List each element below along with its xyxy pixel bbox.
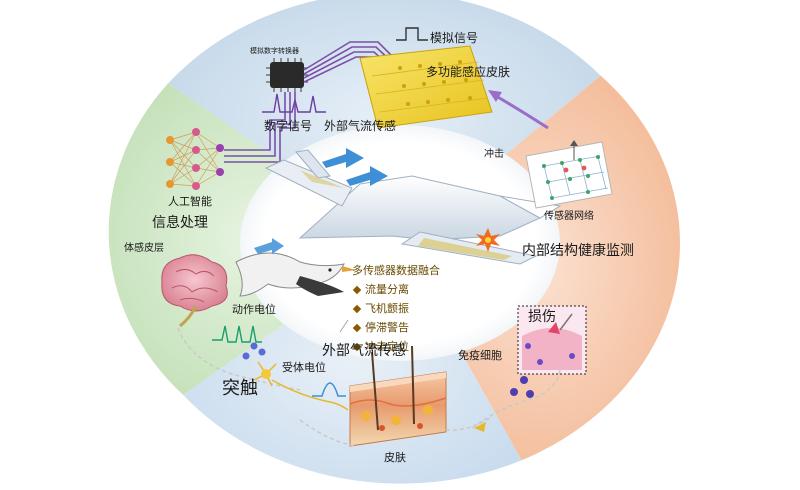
skin-to-network-arrow — [495, 94, 549, 130]
fusion-item: 流量分离 — [352, 281, 440, 297]
label-external-flow-bottom: 外部气流传感 — [322, 343, 406, 359]
skin-section-icon — [349, 345, 447, 447]
analog-pulse-icon — [396, 27, 428, 41]
receptor-neuron-icon — [242, 342, 349, 411]
label-structural-health: 内部结构健康监测 — [522, 243, 634, 259]
diamond-bullet-icon — [352, 323, 362, 333]
immune-cells-icon — [510, 376, 534, 398]
fusion-item-label: 飞机颤振 — [365, 302, 409, 315]
fusion-item: 冲击定位 — [352, 338, 440, 354]
label-synapse: 突触 — [222, 378, 258, 399]
brain-icon — [161, 254, 228, 328]
label-digital-signal: 数字信号 — [264, 119, 313, 133]
adc-to-network-wires — [224, 92, 296, 163]
impact-burst-icon — [476, 228, 500, 252]
diamond-bullet-icon — [352, 304, 362, 314]
neural-network-icon — [166, 128, 224, 190]
label-analog-signal: 模拟信号 — [430, 31, 479, 45]
fusion-connector — [339, 319, 349, 333]
label-receptor-potential: 受体电位 — [282, 361, 326, 374]
label-damage: 损伤 — [528, 309, 556, 325]
label-impact: 冲击 — [484, 149, 504, 160]
nerve-line-bottom — [299, 419, 357, 447]
fusion-title: 多传感器数据融合 — [352, 264, 440, 277]
bird-icon — [235, 238, 356, 297]
label-action-potential: 动作电位 — [232, 303, 276, 316]
fusion-list: 多传感器数据融合 流量分离 飞机颤振 停滞警告 冲击定位 — [352, 262, 440, 354]
label-info-processing: 信息处理 — [152, 215, 208, 231]
fusion-item: 飞机颤振 — [352, 300, 440, 316]
airflow-arrows — [322, 148, 388, 186]
label-sensor-network: 传感器网络 — [544, 211, 594, 222]
label-skin: 皮肤 — [384, 451, 406, 464]
receptor-potential-icon — [312, 382, 346, 397]
label-adc-chip: 模拟数字转换器 — [250, 47, 299, 55]
fusion-item-label: 流量分离 — [365, 283, 409, 296]
adc-chip-icon — [266, 58, 308, 92]
label-immune-cells: 免疫细胞 — [458, 349, 502, 362]
digital-spikes-icon — [262, 93, 326, 113]
damage-tissue-icon — [469, 305, 587, 431]
fusion-item-label: 停滞警告 — [365, 321, 409, 334]
diamond-bullet-icon — [352, 285, 362, 295]
sensor-network-icon — [525, 140, 613, 209]
fusion-item: 停滞警告 — [352, 319, 440, 335]
multifunction-skin-icon — [359, 45, 493, 129]
airplane-icon — [264, 149, 562, 265]
label-external-flow-top: 外部气流传感 — [324, 119, 397, 133]
skin-to-network-arrowhead — [488, 90, 502, 102]
label-somatosensory-cortex: 体感皮层 — [124, 243, 164, 254]
action-potential-icon — [212, 325, 262, 343]
fusion-item-label: 冲击定位 — [365, 340, 409, 353]
label-ai: 人工智能 — [168, 195, 212, 208]
label-multifunction-skin: 多功能感应皮肤 — [426, 65, 511, 79]
nerve-line-left — [177, 327, 301, 391]
nerve-arrowhead — [474, 422, 486, 432]
nerve-line-right-bottom — [445, 417, 491, 431]
